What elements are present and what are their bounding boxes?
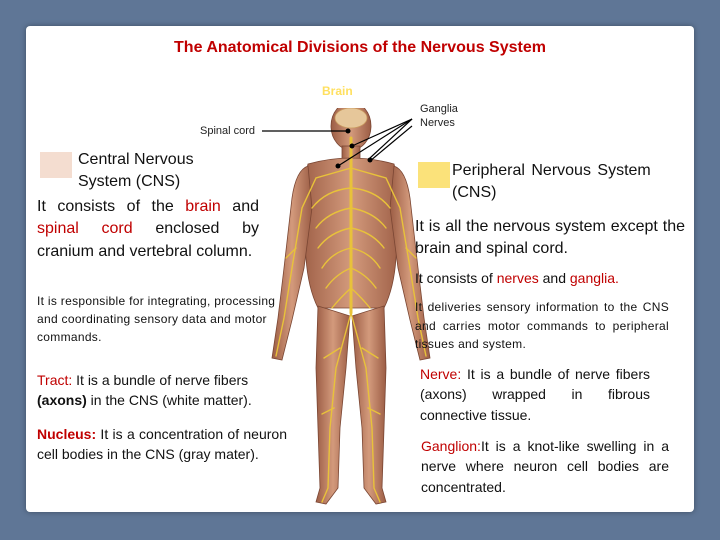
pns-role: It deliveries sensory information to the… — [415, 300, 669, 352]
pns-definition: It is all the nervous system except the … — [415, 218, 685, 258]
cns-heading: Central Nervous System (CNS) — [78, 151, 194, 191]
ganglion-term: Ganglion: — [421, 438, 481, 454]
slide: The Anatomical Divisions of the Nervous … — [26, 26, 694, 512]
nerve-network — [275, 136, 427, 503]
brain-label: Brain — [322, 84, 353, 98]
ganglion-definition: Ganglion:It is a knot-like swelling in a… — [421, 438, 669, 495]
cns-brain-term: brain — [185, 198, 221, 215]
brain-region — [334, 108, 368, 129]
cns-color-swatch — [40, 152, 72, 178]
tract-term: Tract: — [37, 372, 73, 388]
nerve-term: Nerve: — [420, 366, 462, 382]
nerve-definition: Nerve: It is a bundle of nerve fibers (a… — [420, 366, 650, 423]
nucleus-definition: Nucleus: It is a concentration of neuron… — [37, 426, 287, 463]
cns-definition: It consists of the brain and spinal cord… — [37, 198, 259, 260]
ganglia-label: Ganglia — [420, 103, 458, 115]
ganglia-nerves-pointers — [337, 118, 413, 167]
nerves-label: Nerves — [420, 117, 455, 130]
cns-spinal-term: spinal cord — [37, 220, 133, 238]
leader-lines — [262, 118, 413, 169]
nervous-system-figure — [271, 108, 431, 505]
pns-consists: It consists of nerves and ganglia. — [415, 270, 619, 286]
nucleus-term: Nucleus: — [37, 426, 97, 442]
pns-heading: Peripheral Nervous System (CNS) — [452, 162, 651, 202]
pns-ganglia-term: ganglia. — [569, 270, 619, 286]
ganglia-nerves-label: Ganglia Nerves — [420, 102, 458, 131]
pns-nerves-term: nerves — [496, 270, 539, 286]
pns-color-swatch — [418, 162, 450, 188]
tract-definition: Tract: It is a bundle of nerve fibers (a… — [37, 372, 252, 409]
slide-title: The Anatomical Divisions of the Nervous … — [174, 39, 546, 56]
cns-role: It is responsible for integrating, proce… — [37, 294, 276, 344]
spinal-cord-label: Spinal cord — [200, 125, 256, 137]
